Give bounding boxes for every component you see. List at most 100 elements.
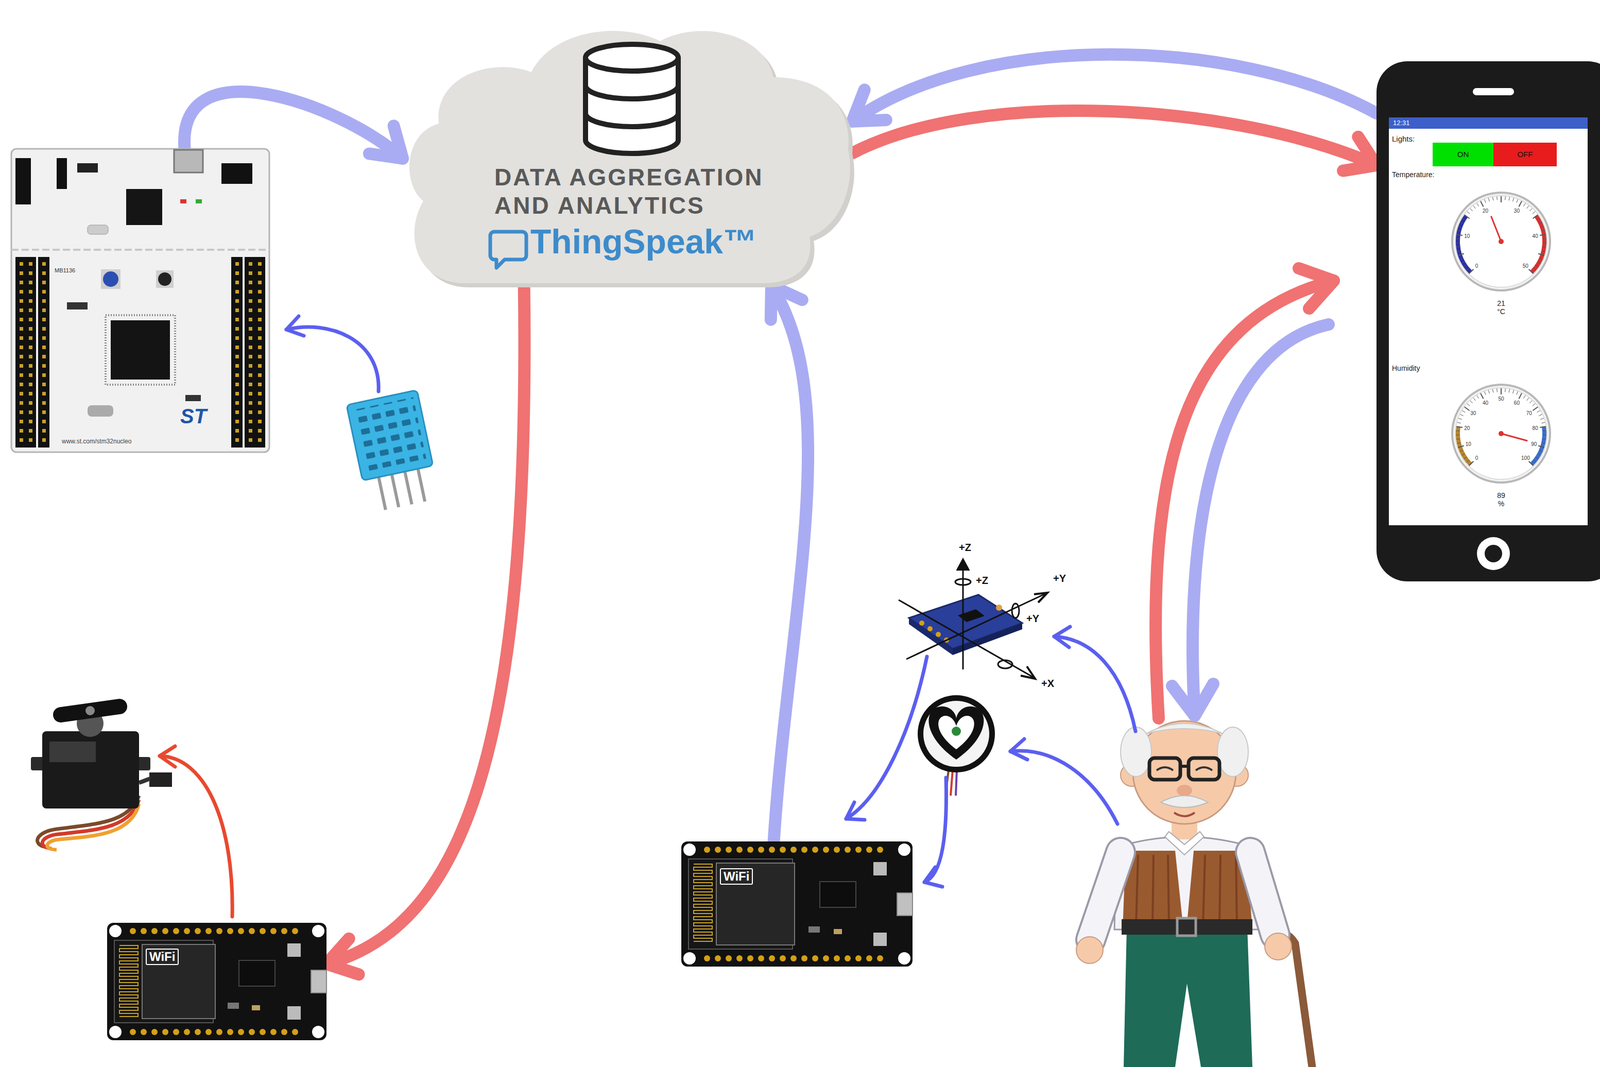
wifi-board-outline-part bbox=[703, 846, 711, 853]
elderly-person-part bbox=[1202, 854, 1206, 927]
signal-arrow-part bbox=[1010, 738, 1028, 760]
microcontroller-board-outline-part bbox=[244, 256, 266, 448]
wifi-board-outline-part bbox=[129, 927, 136, 935]
microcontroller-board-outline-part bbox=[110, 320, 170, 380]
elderly-person-part bbox=[1195, 767, 1213, 771]
microcontroller-board-outline-part bbox=[42, 391, 46, 396]
signal-arrow-part bbox=[286, 327, 379, 392]
wifi-board-outline-part bbox=[237, 1028, 245, 1036]
microcontroller-board-outline-part bbox=[257, 262, 262, 266]
microcontroller-board-outline-part bbox=[257, 271, 262, 275]
smartphone-outline-part bbox=[1529, 400, 1533, 404]
microcontroller-board-outline-part bbox=[235, 336, 239, 340]
wifi-board-outline-part bbox=[768, 846, 776, 853]
wifi-board-outline-part bbox=[312, 924, 325, 938]
smartphone-outline-part bbox=[1457, 445, 1464, 449]
microcontroller-board-outline-part bbox=[248, 419, 253, 424]
smartphone-outline-part bbox=[1456, 426, 1463, 428]
wifi-board-outline-part bbox=[194, 1028, 201, 1036]
cloud-service-outline-part bbox=[409, 30, 851, 284]
wifi-board-outline-part bbox=[151, 1028, 158, 1036]
microcontroller-board-outline-part bbox=[158, 272, 172, 286]
servo-motor-part bbox=[139, 778, 151, 783]
microcontroller-board-outline-part bbox=[28, 271, 33, 275]
microcontroller-board-outline-part bbox=[11, 248, 270, 251]
pulse-sensor-part bbox=[923, 700, 990, 767]
smartphone-outline-part bbox=[1523, 395, 1526, 399]
microcontroller-board-outline-part bbox=[42, 364, 46, 368]
wifi-board-outline-part bbox=[716, 863, 795, 945]
microcontroller-board-outline-part bbox=[248, 299, 253, 303]
signal-arrow-part bbox=[924, 867, 943, 887]
microcontroller-board-outline-part bbox=[257, 317, 262, 322]
accelerometer-part bbox=[995, 604, 1003, 611]
microcontroller-board-outline-part bbox=[28, 336, 33, 340]
smartphone-outline-part bbox=[1455, 430, 1460, 432]
wifi-board-outline-part bbox=[140, 927, 147, 935]
microcontroller-board-outline-part bbox=[235, 438, 239, 442]
accelerometer-part bbox=[919, 620, 925, 626]
smartphone-outline-part bbox=[1456, 246, 1460, 248]
wifi-board-outline-part bbox=[758, 955, 765, 962]
wifi-board-outline-part bbox=[270, 1028, 277, 1036]
wifi-logo: WiFi bbox=[145, 948, 179, 966]
smartphone-outline-part bbox=[1533, 460, 1536, 463]
microcontroller-board-outline-part bbox=[19, 401, 24, 405]
wifi-board-outline-part bbox=[866, 955, 873, 962]
axis-label: +Y bbox=[1026, 612, 1040, 625]
smartphone-outline-part bbox=[1456, 442, 1461, 444]
smartphone-outline-part bbox=[1484, 391, 1487, 395]
data-flow-arrow bbox=[852, 110, 1377, 171]
smartphone-outline-part bbox=[1461, 453, 1465, 456]
wifi-board-outline-part bbox=[898, 843, 911, 856]
data-flow-arrow-part bbox=[771, 285, 808, 842]
elderly-person-part bbox=[1149, 758, 1181, 780]
microcontroller-board-outline-part bbox=[15, 158, 31, 205]
smartphone-outline-part bbox=[1533, 268, 1536, 271]
microcontroller-board-outline-part bbox=[19, 308, 24, 313]
switch-button: OFF bbox=[1493, 142, 1557, 167]
microcontroller-board-outline-part bbox=[248, 438, 253, 442]
accelerometer-part bbox=[908, 594, 1023, 649]
smartphone-outline-part bbox=[1516, 391, 1519, 395]
microcontroller-board-outline-part bbox=[19, 419, 24, 424]
cloud-service: DATA AGGREGATION AND ANALYTICSThingSpeak… bbox=[402, 20, 853, 286]
wifi-board-outline-part bbox=[898, 952, 911, 965]
microcontroller-board-outline-part bbox=[248, 271, 253, 275]
wifi-board-outline-part bbox=[873, 862, 887, 876]
smartphone-outline-part bbox=[1519, 201, 1523, 208]
elderly-person-part bbox=[1090, 852, 1121, 940]
wifi-board-outline-part bbox=[844, 955, 851, 962]
microcontroller-board-outline-part bbox=[174, 149, 203, 173]
user-arrow-part bbox=[1298, 268, 1334, 309]
smartphone-outline-part bbox=[1535, 265, 1539, 268]
elderly-person-part bbox=[1076, 936, 1104, 964]
microcontroller-board-outline-part bbox=[28, 299, 33, 303]
elderly-person bbox=[1076, 720, 1313, 1067]
microcontroller-board-outline-part bbox=[42, 354, 46, 359]
wifi-board-outline-part bbox=[725, 846, 732, 853]
pulse-sensor-part bbox=[955, 769, 957, 796]
microcontroller-board-outline-part bbox=[248, 317, 253, 322]
wifi-board-outline-part bbox=[151, 927, 158, 935]
smartphone-outline-part bbox=[1538, 445, 1544, 449]
smartphone-outline-part bbox=[1529, 208, 1533, 212]
microcontroller-board-outline-part bbox=[235, 327, 239, 331]
smartphone-outline-part bbox=[1469, 461, 1474, 467]
pulse-sensor-part bbox=[928, 706, 985, 760]
signal-arrow-part bbox=[286, 316, 304, 336]
smartphone-outline-part bbox=[1526, 205, 1529, 210]
wifi-board-outline-part bbox=[259, 927, 266, 935]
wifi-board-outline-part bbox=[790, 955, 797, 962]
board-label: MB1136 bbox=[54, 267, 76, 274]
microcontroller-board-outline-part bbox=[235, 262, 239, 266]
brand-name: ThingSpeak™ bbox=[530, 222, 758, 262]
microcontroller-board-outline-part bbox=[235, 299, 239, 303]
smartphone-outline-part bbox=[1537, 261, 1541, 264]
microcontroller-board-outline-part bbox=[42, 299, 46, 303]
elderly-person-part bbox=[1164, 831, 1204, 855]
microcontroller-board-outline-part bbox=[257, 354, 262, 359]
gauge-scale-number: 100 bbox=[1521, 455, 1530, 462]
servo-motor-part bbox=[47, 803, 140, 850]
